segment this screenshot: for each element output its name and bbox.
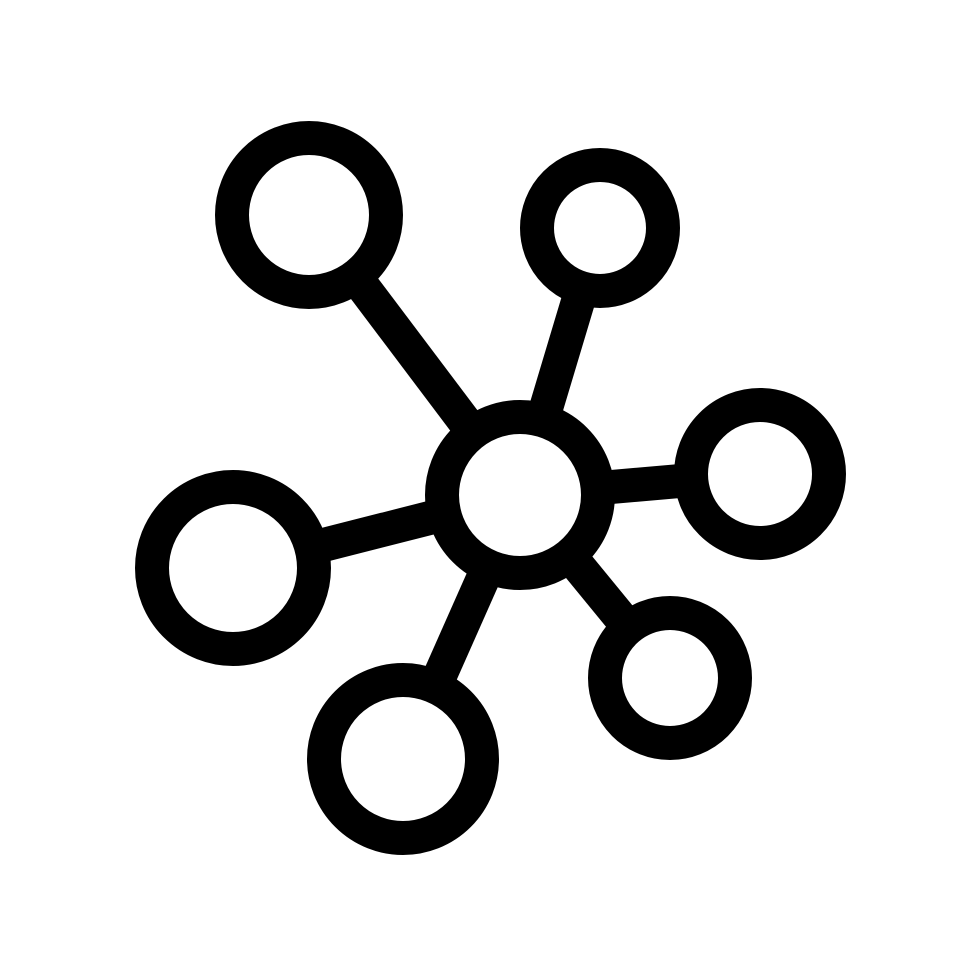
node-left xyxy=(135,470,331,666)
node-right xyxy=(674,388,846,560)
node-top-right xyxy=(520,148,680,308)
node-bottom xyxy=(307,663,499,855)
node-bottom-right xyxy=(588,596,752,760)
node-top-left xyxy=(215,121,403,309)
center-node xyxy=(425,400,615,590)
nodes xyxy=(135,121,846,855)
